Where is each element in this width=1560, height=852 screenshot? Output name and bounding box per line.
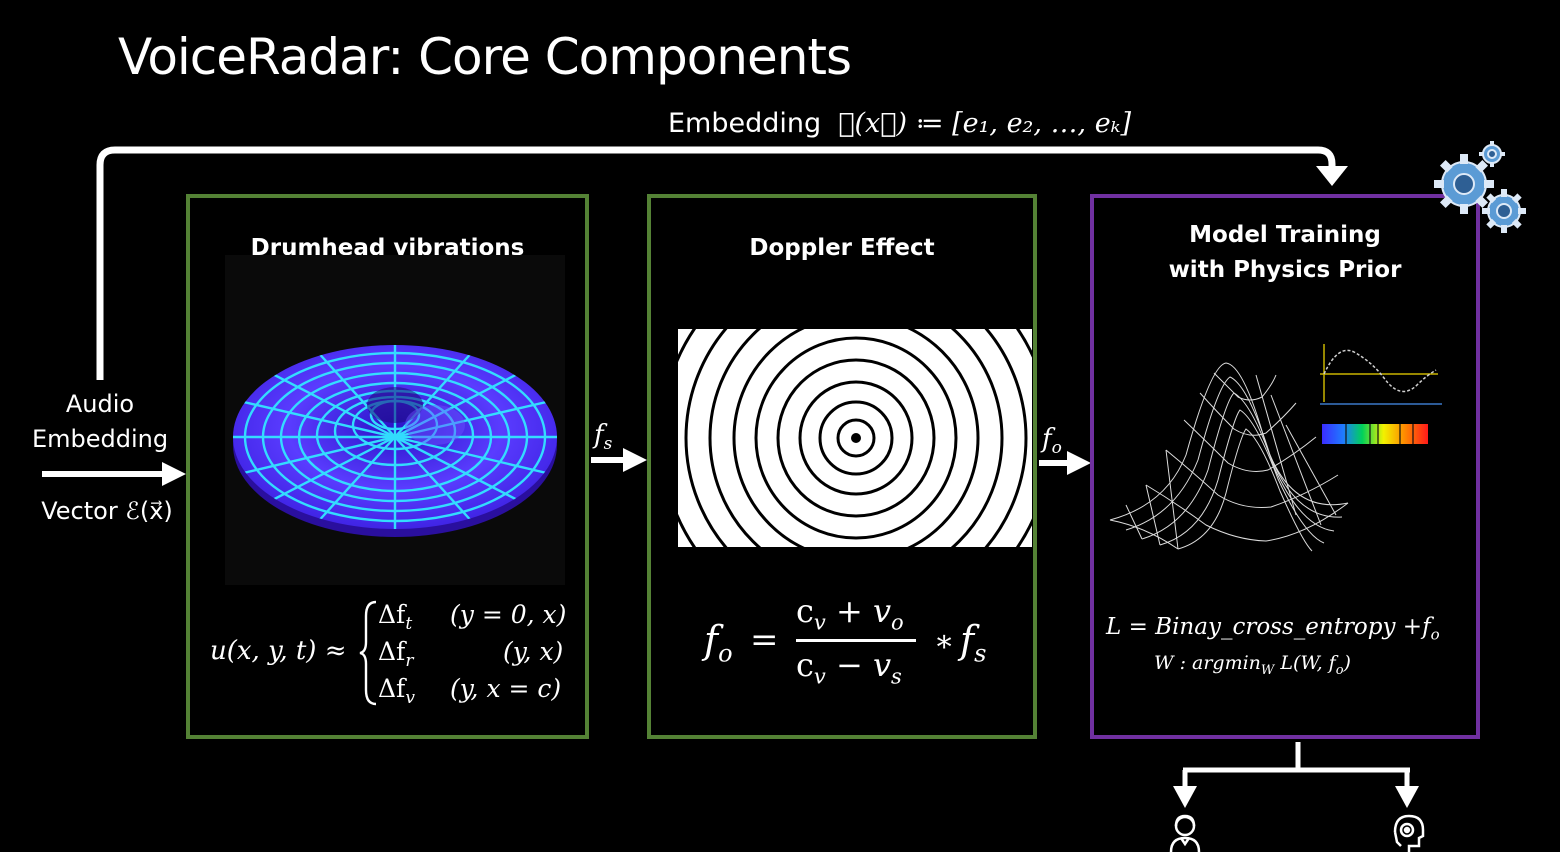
doppler-rings-illustration — [678, 329, 1032, 547]
input-label-line3: Vector ℰ(x⃗) — [41, 497, 173, 525]
loss-equation: L = Binay_cross_entropy +fo — [1106, 614, 1440, 644]
input-label-line2: Embedding — [31, 425, 169, 453]
doppler-title: Doppler Effect — [749, 235, 935, 261]
drumhead-cond-3: (y, x = c) — [450, 674, 562, 703]
doppler-numerator: cv + vo — [796, 592, 904, 635]
embedding-formula: ℰ(x⃗) ≔ [e₁, e₂, …, eₖ] — [838, 108, 1132, 139]
doppler-box: Doppler Effect — [647, 194, 1037, 739]
doppler-eq-lhs: fo — [704, 618, 733, 668]
doppler-eq-equals: = — [750, 620, 779, 660]
input-label-line1: Audio — [65, 390, 135, 418]
drumhead-case-2: Δfr — [378, 637, 414, 671]
fs-arrowhead — [623, 448, 647, 472]
drumhead-cond-2: (y, x) — [503, 637, 564, 666]
robot-head-icon — [1393, 814, 1425, 852]
embedding-label-text: Embedding — [668, 108, 822, 139]
model-training-title: Model Training with Physics Prior — [1168, 222, 1402, 283]
doppler-times: ∗ — [934, 624, 955, 659]
drumhead-brace — [359, 600, 377, 706]
drumhead-illustration — [225, 255, 565, 585]
human-user-icon — [1169, 814, 1201, 852]
doppler-denominator: cv − vs — [796, 646, 902, 689]
fs-label: fs — [594, 420, 613, 455]
argmin-equation: W : argminW L(W, fo) — [1154, 652, 1351, 678]
drumhead-eq-lhs: u(x, y, t) ≈ — [210, 636, 347, 666]
drumhead-cond-1: (y = 0, x) — [450, 600, 567, 629]
gears-icon — [1434, 141, 1526, 233]
drumhead-case-3: Δfv — [378, 674, 415, 708]
output-left-arrowhead — [1173, 786, 1197, 808]
input-arrowhead — [162, 462, 186, 486]
wireframe-surface-illustration — [1109, 362, 1349, 552]
drumhead-case-1: Δft — [378, 600, 413, 634]
doppler-fraction-bar — [796, 639, 916, 642]
fo-arrowhead — [1067, 451, 1091, 475]
embedding-feedback-arrowhead — [1316, 166, 1348, 186]
output-right-arrowhead — [1395, 786, 1419, 808]
model-training-box: Model Training with Physics Prior — [1090, 194, 1480, 739]
fo-label: fo — [1042, 424, 1062, 459]
signal-spectrum-illustration — [1320, 344, 1442, 444]
doppler-eq-rhs: fs — [960, 618, 987, 668]
embedding-feedback-arrow — [96, 146, 1336, 380]
embedding-label: Embedding ℰ(x⃗) ≔ [e₁, e₂, …, eₖ] — [668, 108, 1131, 139]
slide-title: VoiceRadar: Core Components — [118, 28, 852, 86]
